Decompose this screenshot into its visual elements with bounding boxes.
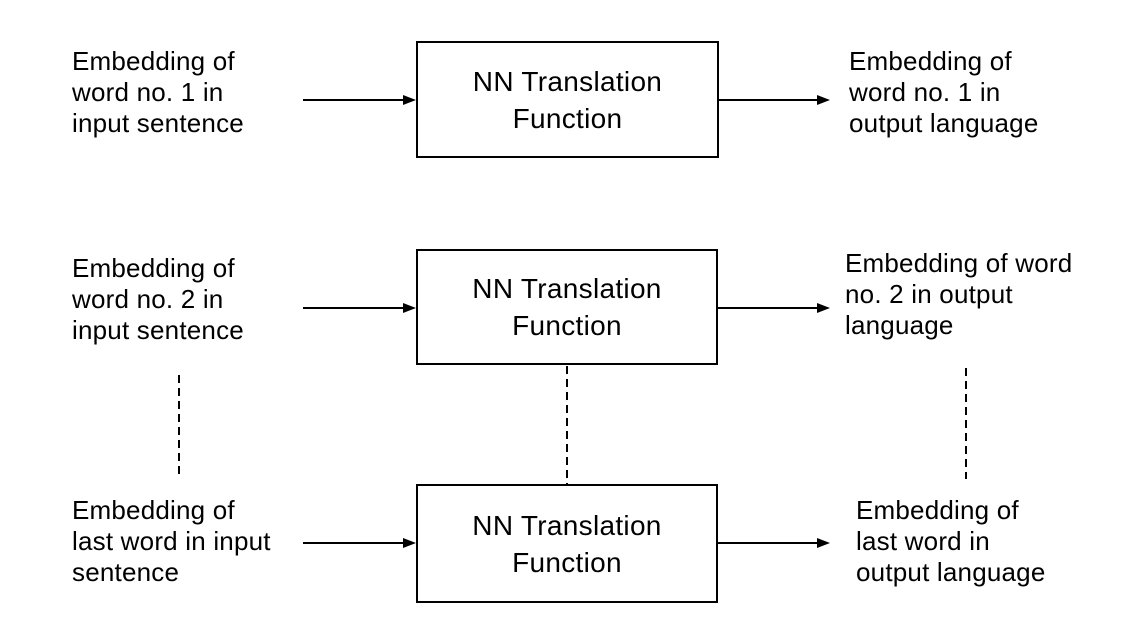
nn-translation-function-label-3: NN Translation Function: [472, 509, 662, 578]
input-embedding-label-3: Embedding of last word in input sentence: [72, 495, 271, 587]
input-embedding-label-2: Embedding of word no. 2 in input sentenc…: [72, 253, 244, 345]
input-embedding-label-1: Embedding of word no. 1 in input sentenc…: [72, 46, 244, 138]
nn-translation-function-box-3: NN Translation Function: [416, 484, 718, 603]
nn-translation-function-label-2: NN Translation Function: [472, 273, 662, 341]
input-arrow-1-head: [403, 95, 416, 105]
output-arrow-3-head: [817, 538, 830, 548]
output-embedding-label-1: Embedding of word no. 1 in output langua…: [849, 46, 1039, 138]
output-embedding-label-2: Embedding of word no. 2 in output langua…: [845, 248, 1073, 340]
nn-translation-function-label-1: NN Translation Function: [472, 65, 663, 134]
nn-translation-function-box-1: NN Translation Function: [416, 41, 719, 158]
output-embedding-label-3: Embedding of last word in output languag…: [856, 495, 1046, 587]
input-arrow-3-head: [403, 538, 416, 548]
output-arrow-1-head: [817, 95, 830, 105]
output-arrow-2-head: [817, 303, 830, 313]
input-arrow-2-head: [403, 303, 416, 313]
nn-translation-function-box-2: NN Translation Function: [416, 249, 718, 365]
